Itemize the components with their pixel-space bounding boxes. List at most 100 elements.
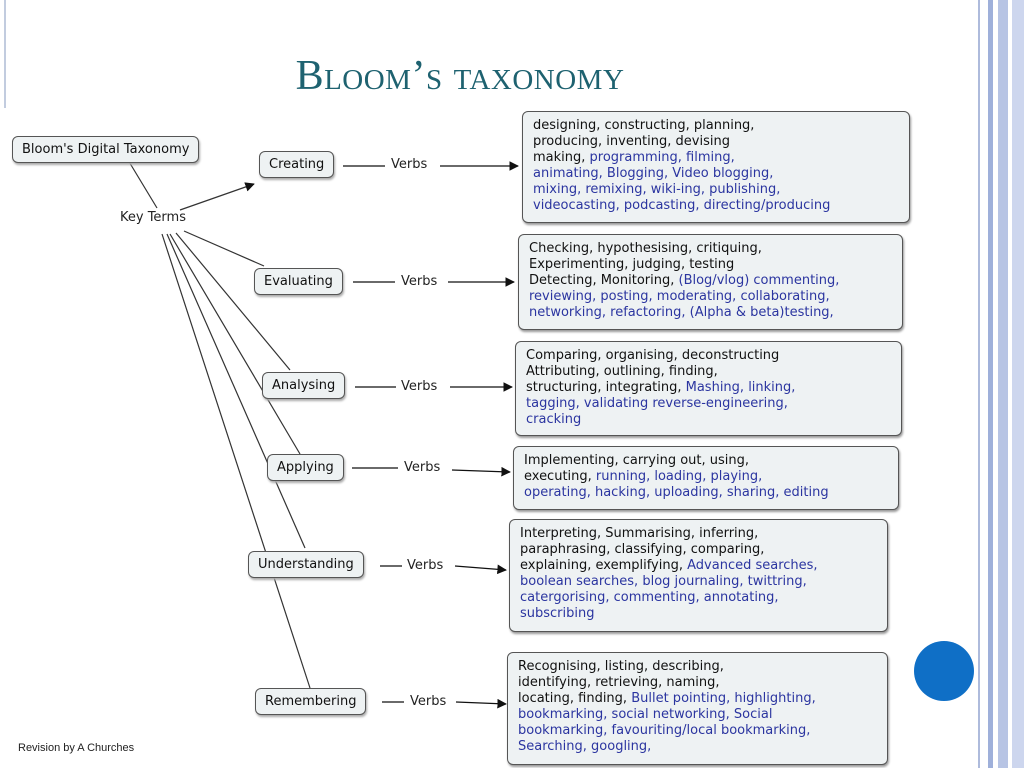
verb-text-plain: Checking, hypothesising, critiquing, — [529, 241, 762, 256]
verb-text-plain: paraphrasing, classifying, comparing, — [520, 542, 765, 557]
root-node: Bloom's Digital Taxonomy — [12, 136, 200, 163]
verb-text-plain: locating, finding, — [518, 691, 632, 706]
verb-text-plain: explaining, exemplifying, — [520, 558, 688, 573]
stripe — [998, 0, 1008, 768]
verb-line: Searching, googling, — [518, 739, 877, 755]
verb-text-digital: catergorising, commenting, annotating, — [520, 590, 779, 605]
verb-line: locating, finding, Bullet pointing, high… — [518, 691, 877, 707]
verb-text-digital: bookmarking, favouriting/local bookmarki… — [518, 723, 811, 738]
right-edge-stripes — [978, 0, 1024, 768]
verb-line: producing, inventing, devising — [533, 134, 899, 150]
verbs-label: Verbs — [398, 379, 441, 394]
stripe — [988, 0, 993, 768]
remembering-verbs-arrow — [455, 698, 507, 709]
verb-line: Comparing, organising, deconstructing — [526, 348, 891, 364]
verb-line: identifying, retrieving, naming, — [518, 675, 877, 691]
verb-text-digital: mixing, remixing, wiki-ing, publishing, — [533, 182, 781, 197]
verb-text-plain: Detecting, Monitoring, — [529, 273, 679, 288]
verbs-label: Verbs — [388, 157, 431, 172]
verb-text-digital: boolean searches, blog journaling, twitt… — [520, 574, 807, 589]
verbs-label: Verbs — [404, 558, 447, 573]
verb-line: operating, hacking, uploading, sharing, … — [524, 485, 888, 501]
verb-text-digital: reviewing, posting, moderating, collabor… — [529, 289, 830, 304]
level-node-applying: Applying — [267, 454, 344, 481]
verb-text-digital: cracking — [526, 412, 582, 427]
verb-text-plain: making, — [533, 150, 590, 165]
verb-text-digital: operating, hacking, uploading, sharing, … — [524, 485, 829, 500]
verb-text-plain: structuring, integrating, — [526, 380, 686, 395]
verb-text-plain: identifying, retrieving, naming, — [518, 675, 720, 690]
verb-text-plain: Comparing, organising, deconstructing — [526, 348, 780, 363]
verbs-label: Verbs — [407, 694, 450, 709]
verbs-label: Verbs — [398, 274, 441, 289]
verb-line: tagging, validating reverse-engineering, — [526, 396, 891, 412]
verb-text-digital: videocasting, podcasting, directing/prod… — [533, 198, 831, 213]
level-node-analysing: Analysing — [262, 372, 346, 399]
verb-line: making, programming, filming, — [533, 150, 899, 166]
root-to-key-line — [127, 159, 158, 209]
level-node-evaluating: Evaluating — [254, 268, 343, 295]
key-terms-label: Key Terms — [120, 210, 186, 225]
verb-line: catergorising, commenting, annotating, — [520, 590, 877, 606]
key-to-remembering-line — [161, 233, 311, 689]
stripe — [1012, 0, 1024, 768]
verb-line: Recognising, listing, describing, — [518, 659, 877, 675]
verb-line: paraphrasing, classifying, comparing, — [520, 542, 877, 558]
verb-text-digital: animating, Blogging, Video blogging, — [533, 166, 774, 181]
level-node-understanding: Understanding — [248, 551, 364, 578]
verb-line: Checking, hypothesising, critiquing, — [529, 241, 892, 257]
verb-line: designing, constructing, planning, — [533, 118, 899, 134]
verbs-label: Verbs — [401, 460, 444, 475]
verbs-box-applying: Implementing, carrying out, using,execut… — [513, 446, 899, 510]
verb-text-digital: bookmarking, social networking, Social — [518, 707, 773, 722]
verb-text-plain: Implementing, carrying out, using, — [524, 453, 750, 468]
verb-text-plain: Experimenting, judging, testing — [529, 257, 735, 272]
verb-line: Attributing, outlining, finding, — [526, 364, 891, 380]
verbs-box-evaluating: Checking, hypothesising, critiquing,Expe… — [518, 234, 903, 330]
verb-line: Experimenting, judging, testing — [529, 257, 892, 273]
verb-line: cracking — [526, 412, 891, 428]
verb-line: Interpreting, Summarising, inferring, — [520, 526, 877, 542]
verb-text-plain: executing, — [524, 469, 596, 484]
key-to-applying-line — [169, 233, 301, 455]
left-edge-stripe — [4, 0, 6, 108]
verb-line: subscribing — [520, 606, 877, 622]
verb-text-plain: Interpreting, Summarising, inferring, — [520, 526, 759, 541]
understanding-verbs-arrow — [454, 564, 507, 575]
credit-text: Revision by A Churches — [18, 742, 135, 754]
verb-text-digital: subscribing — [520, 606, 595, 621]
verb-line: networking, refactoring, (Alpha & beta)t… — [529, 305, 892, 321]
verb-text-digital: networking, refactoring, (Alpha & beta)t… — [529, 305, 834, 320]
stripe — [978, 0, 980, 768]
verb-text-digital: Bullet pointing, highlighting, — [631, 691, 816, 706]
verb-line: bookmarking, favouriting/local bookmarki… — [518, 723, 877, 739]
verb-line: executing, running, loading, playing, — [524, 469, 888, 485]
slide-title: Bloom’s taxonomy — [295, 53, 625, 99]
verb-text-digital: Mashing, linking, — [685, 380, 796, 395]
verb-text-plain: producing, inventing, devising — [533, 134, 730, 149]
verb-text-digital: programming, filming, — [589, 150, 735, 165]
key-to-evaluating-line — [183, 230, 265, 267]
verb-text-plain: designing, constructing, planning, — [533, 118, 755, 133]
level-node-remembering: Remembering — [255, 688, 367, 715]
verb-text-digital: tagging, validating reverse-engineering, — [526, 396, 788, 411]
verb-text-digital: (Blog/vlog) commenting, — [678, 273, 840, 288]
verb-line: explaining, exemplifying, Advanced searc… — [520, 558, 877, 574]
verb-text-plain: Recognising, listing, describing, — [518, 659, 724, 674]
verb-line: Detecting, Monitoring, (Blog/vlog) comme… — [529, 273, 892, 289]
verb-text-digital: Advanced searches, — [687, 558, 818, 573]
verbs-box-remembering: Recognising, listing, describing,identif… — [507, 652, 888, 765]
verb-line: mixing, remixing, wiki-ing, publishing, — [533, 182, 899, 198]
key-to-analysing-line — [175, 232, 291, 371]
verb-line: bookmarking, social networking, Social — [518, 707, 877, 723]
key-to-understanding-line — [166, 233, 306, 549]
verb-line: boolean searches, blog journaling, twitt… — [520, 574, 877, 590]
verb-line: Implementing, carrying out, using, — [524, 453, 888, 469]
applying-verbs-arrow — [451, 466, 511, 477]
verb-text-digital: Searching, googling, — [518, 739, 652, 754]
verbs-box-creating: designing, constructing, planning,produc… — [522, 111, 910, 223]
verb-line: videocasting, podcasting, directing/prod… — [533, 198, 899, 214]
verb-line: animating, Blogging, Video blogging, — [533, 166, 899, 182]
